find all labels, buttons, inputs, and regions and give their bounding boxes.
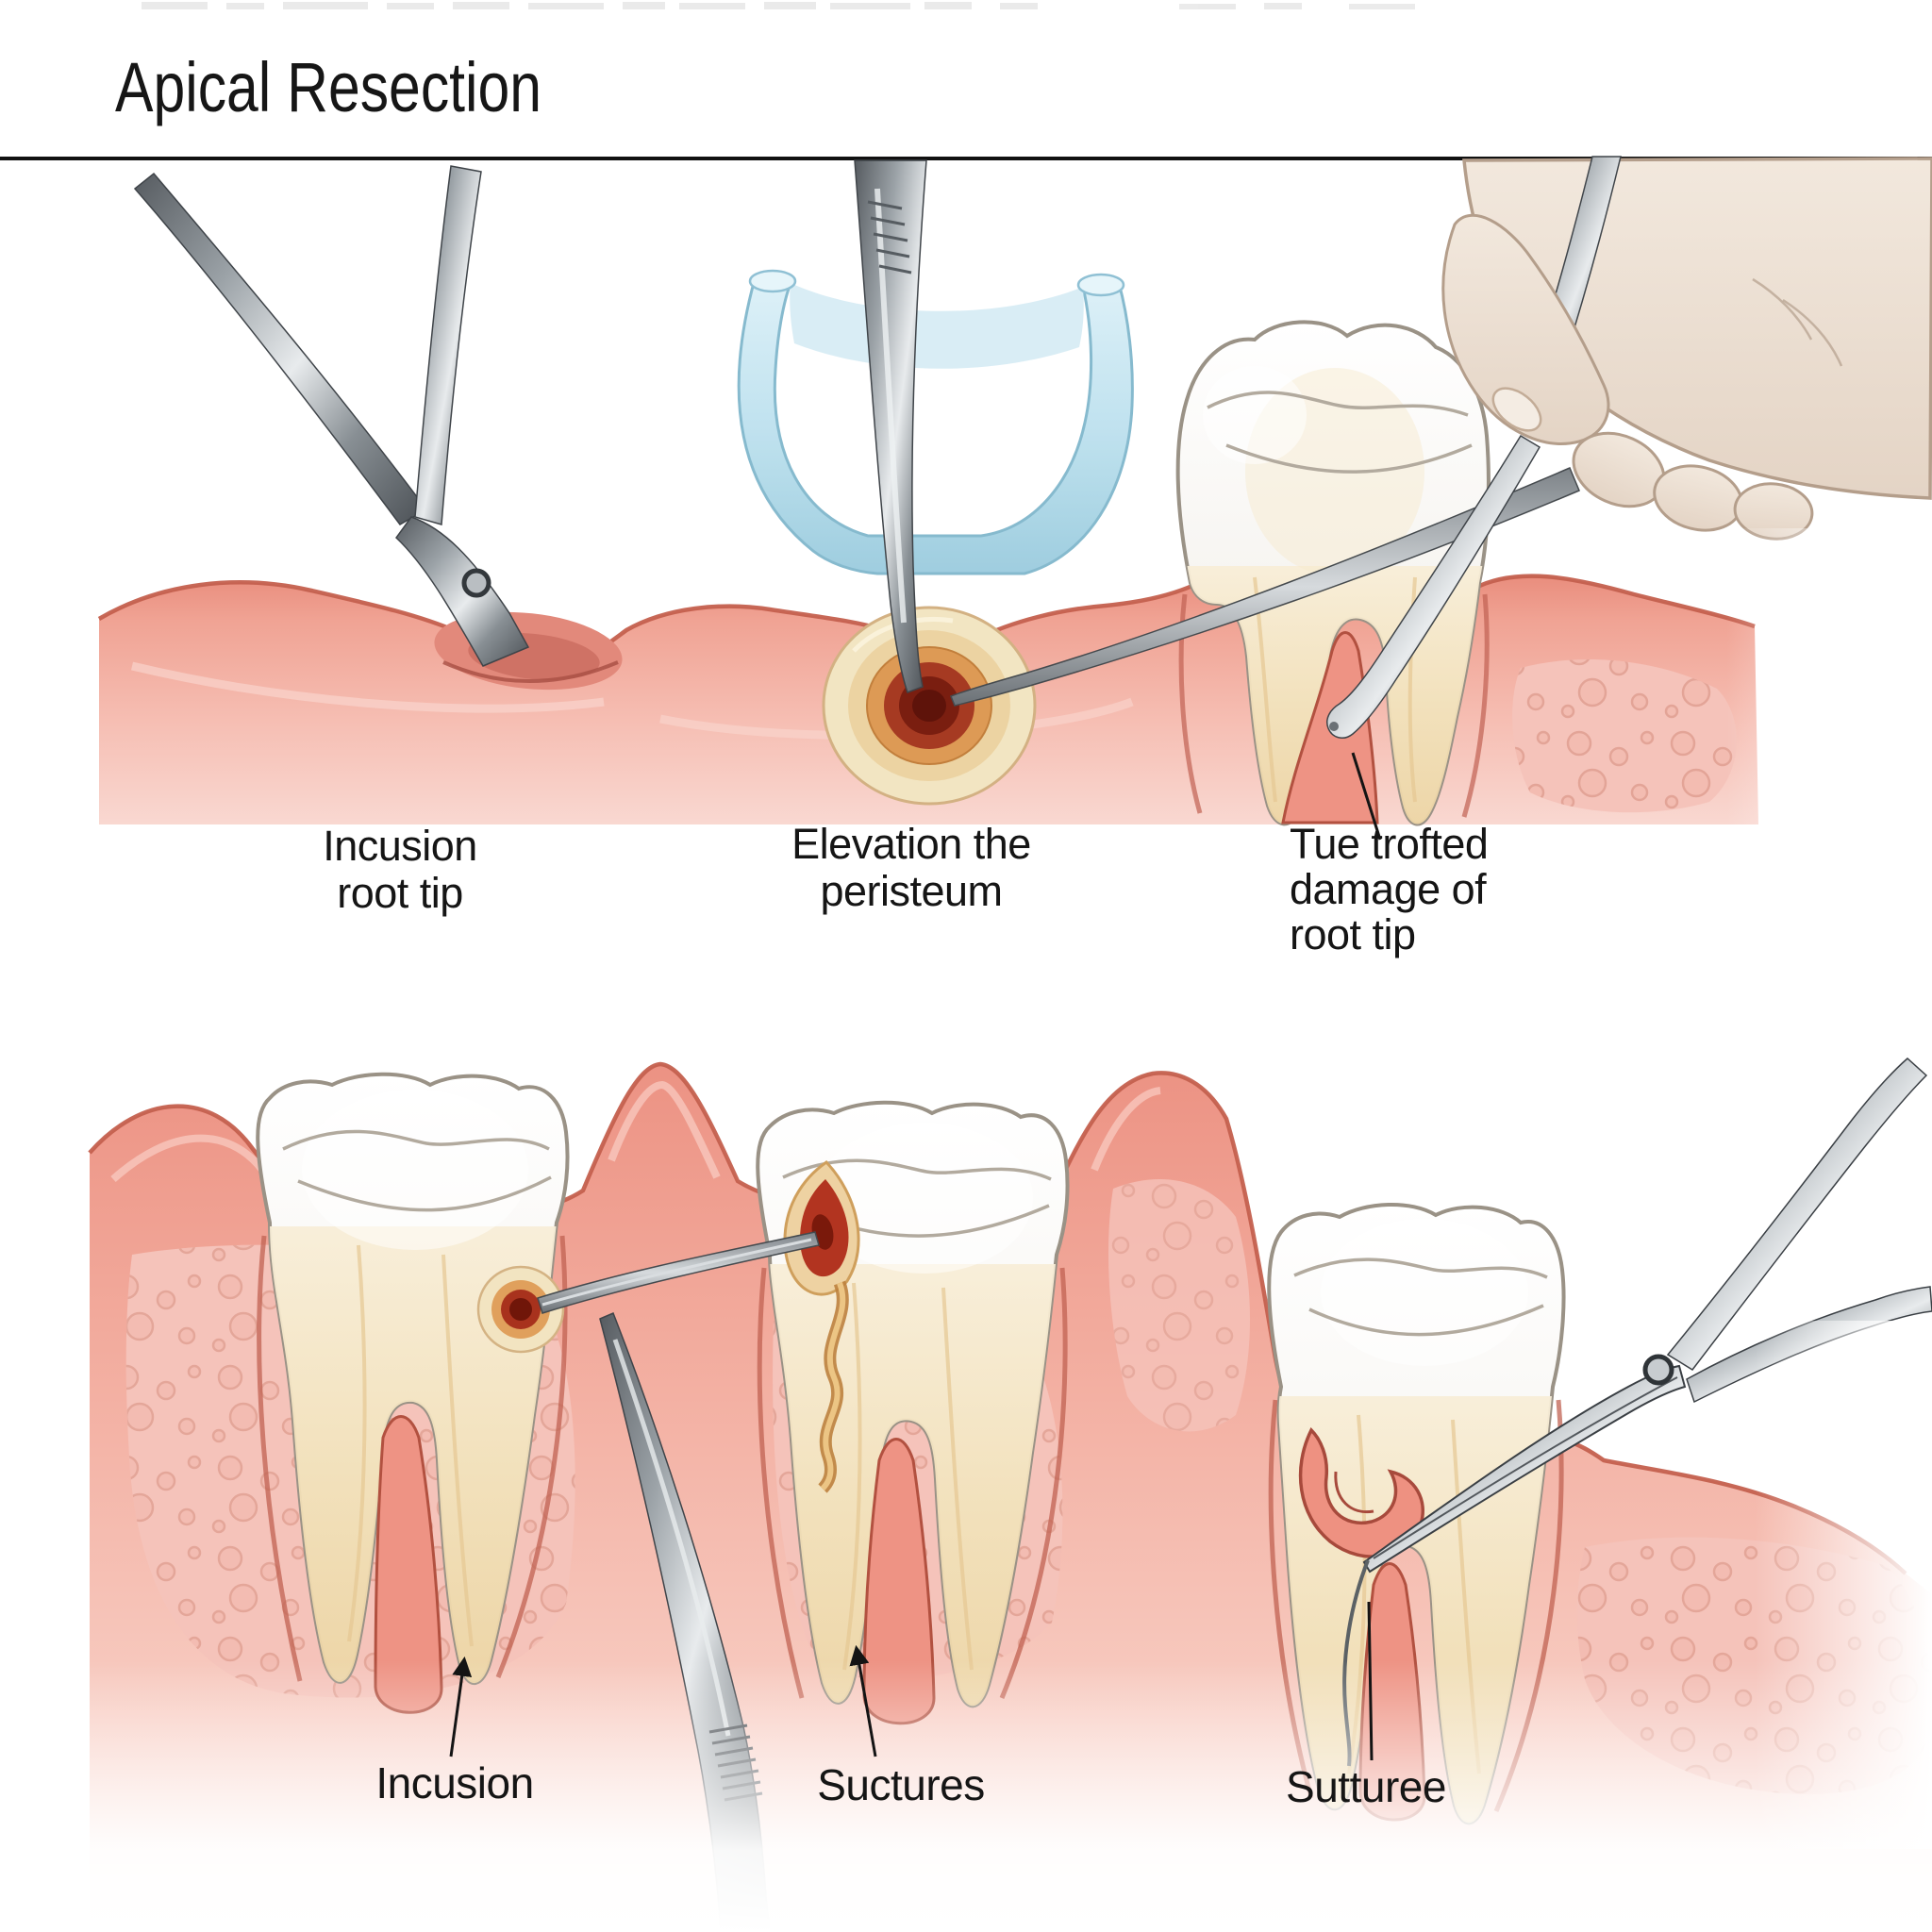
page-title: Apical Resection [115,48,541,126]
cropped-text-artifact [142,2,1415,9]
cross-rod-instrument [950,467,1580,707]
caption-elevation-2: peristeum [820,867,1002,915]
periosteal-elevator-tool [854,159,927,693]
caption-incision-root-tip-2: root tip [337,869,463,917]
scissors-pivot-screw [1642,1354,1674,1386]
leader-line-root-tip [1351,752,1382,841]
glove-fingers [1441,213,1814,541]
top-gum-right-fade [1726,528,1932,840]
gum-flap-curl [1298,1427,1424,1558]
thin-rod-instrument [537,1231,820,1314]
apical-lesion [476,1265,565,1354]
hooked-probe-tool [1326,434,1541,739]
caption-damage-1: Tue trofted [1290,820,1488,868]
pulp-lesion-teardrop [783,1160,860,1493]
top-row [97,156,1932,841]
caption-damage-3: root tip [1290,910,1416,958]
caption-elevation-1: Elevation the [791,820,1031,868]
scissors-pivot-screw [461,568,491,598]
leader-suture [1367,1601,1374,1761]
caption-incision-root-tip-1: Incusion [323,822,477,870]
panel-top-incision [133,165,623,691]
panel-top-elevation [737,159,1134,806]
bottom-gum-right-fade [1755,1321,1932,1849]
arrow-sutures [849,1644,877,1757]
fingernail [1491,387,1542,432]
bottom-row [0,1057,1932,1932]
retractor [737,269,1134,575]
caption-damage-2: damage of [1290,865,1487,913]
apical-window [822,606,1037,806]
caption-bottom-incision: Incusion [375,1758,533,1807]
molar-tooth-bottom-middle [756,1100,1070,1725]
caption-bottom-sutures: Suctures [817,1760,985,1809]
caption-bottom-suture-close: Sutturee [1286,1762,1446,1811]
scissors-tool [133,165,530,667]
arrow-incision [449,1656,473,1757]
top-captions: Incusion root tip Elevation the peristeu… [323,820,1489,958]
bottom-captions: Incusion Suctures Sutturee [375,1758,1446,1811]
bottom-gum-fade [0,1660,1932,1932]
